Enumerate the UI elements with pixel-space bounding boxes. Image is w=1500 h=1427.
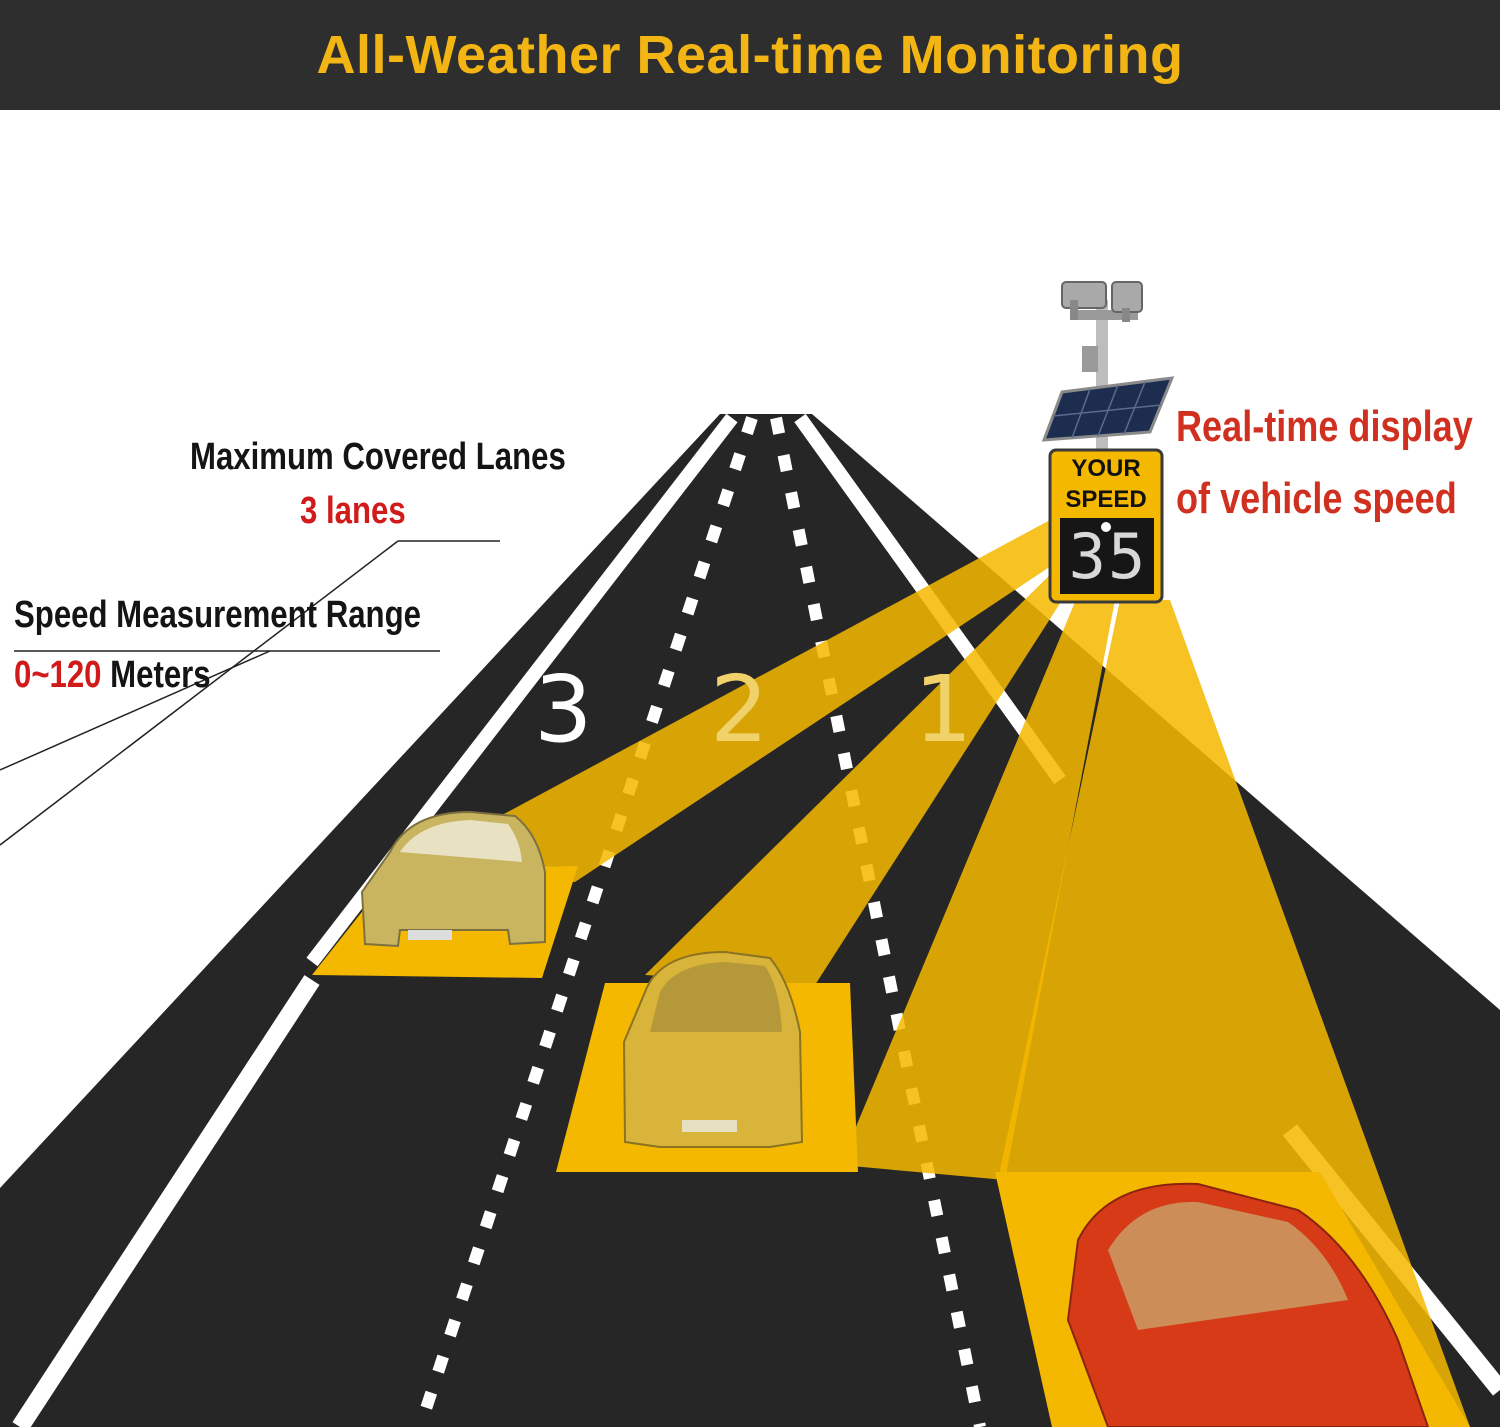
range-leader-diagonal (0, 650, 271, 771)
car-icon (360, 810, 546, 948)
lane-number-2: 2 (710, 656, 769, 763)
road-edge-left-lower (12, 975, 320, 1427)
range-unit: Meters (110, 654, 211, 696)
lanes-leader-diagonal (0, 540, 399, 846)
range-value-line: 0~120 Meters (14, 654, 211, 697)
lane-number-1: 1 (914, 656, 973, 763)
beam-lane-1 (840, 590, 1115, 1180)
camera-icon (1061, 281, 1107, 320)
sign-speed-label: SPEED (1065, 486, 1147, 513)
car-icon (1066, 1182, 1430, 1427)
beam-lane-3 (400, 520, 1060, 882)
radar-beams (400, 520, 1470, 1427)
speed-readout: 35 (1068, 520, 1148, 593)
display-caption-line2: of vehicle speed (1176, 474, 1457, 523)
car-icon (622, 950, 804, 1148)
sign-your-label: YOUR (1071, 455, 1141, 482)
display-caption-line1: Real-time display (1176, 402, 1473, 451)
beam-lane-2 (645, 560, 1075, 985)
camera-icon (1111, 281, 1143, 322)
page-title: All-Weather Real-time Monitoring (316, 25, 1184, 85)
lane-number-3: 3 (534, 656, 593, 763)
solar-panel-icon (1041, 376, 1175, 442)
range-title: Speed Measurement Range (14, 594, 421, 636)
lane-divider-left (414, 416, 758, 1427)
lanes-title: Maximum Covered Lanes (190, 436, 566, 478)
lanes-value: 3 lanes (300, 490, 406, 532)
range-value: 0~120 (14, 654, 102, 696)
header-banner: All-Weather Real-time Monitoring (0, 0, 1500, 110)
